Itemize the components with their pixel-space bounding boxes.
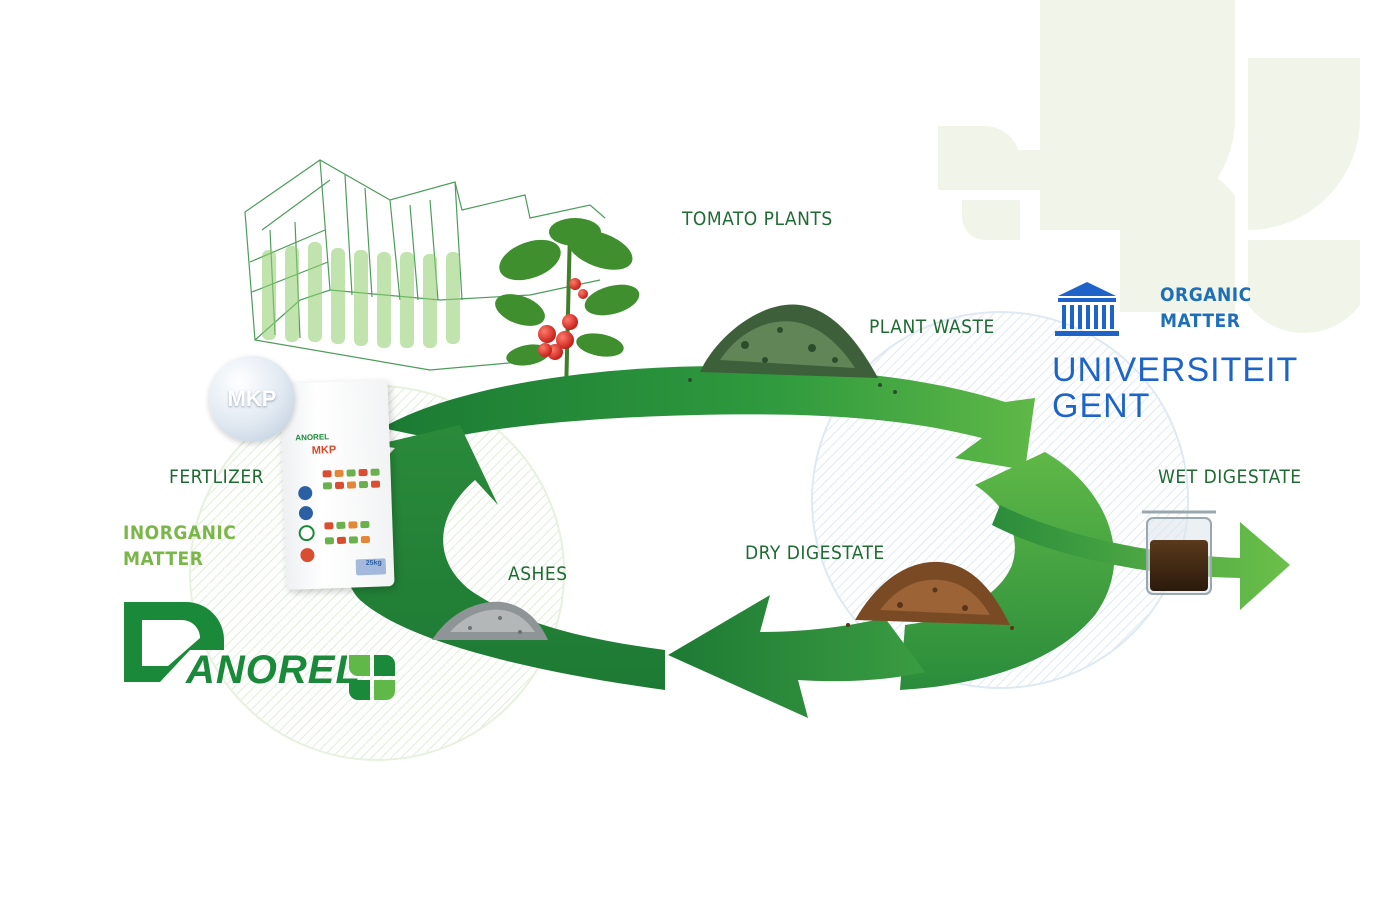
tomato-plants-label: TOMATO PLANTS: [682, 208, 833, 230]
organic-matter-line-1: ORGANIC: [1160, 284, 1252, 306]
tomato-plant-icon: [495, 218, 640, 405]
university-logo-line-2: GENT: [1052, 387, 1151, 425]
cycle-arrow-right: [900, 452, 1115, 690]
mkp-bubble-label: MKP: [227, 386, 277, 411]
ash-pile-icon: [432, 601, 548, 640]
university-logo-line-1: UNIVERSITEIT: [1052, 351, 1299, 389]
ashes-label: ASHES: [508, 563, 568, 585]
university-building-icon: [1055, 282, 1119, 336]
wet-digestate-arrow: [992, 505, 1290, 610]
company-logo-text: ANOREL: [186, 648, 361, 692]
plant-waste-pile-icon: [688, 304, 897, 394]
bag-pattern: [298, 468, 387, 576]
anorel-logo-mark: [124, 602, 224, 682]
cycle-arrow-left: [344, 425, 665, 690]
soil-pile-icon: [846, 561, 1014, 630]
organic-matter-line-2: MATTER: [1160, 310, 1241, 332]
fertilizer-bag-icon: ANOREL MKP 25kg: [279, 380, 395, 590]
beaker-icon: [1142, 510, 1216, 595]
inorganic-matter-label: INORGANIC MATTER: [123, 520, 236, 572]
inorganic-matter-line-2: MATTER: [123, 548, 204, 570]
organic-matter-label: ORGANIC MATTER: [1160, 282, 1252, 334]
cycle-arrow-bottom: [668, 595, 925, 718]
wet-digestate-label: WET DIGESTATE: [1158, 466, 1302, 488]
leaf-clover-icon: [349, 655, 395, 700]
fertilizer-label: FERTLIZER: [169, 466, 265, 488]
bag-weight-text: 25kg: [365, 559, 382, 568]
background-leaf-decoration: [938, 0, 1360, 334]
university-logo-text: UNIVERSITEIT GENT: [1052, 352, 1298, 424]
mkp-bubble: MKP: [209, 356, 295, 442]
dry-digestate-label: DRY DIGESTATE: [745, 542, 885, 564]
greenhouse-crops: [262, 242, 460, 348]
cycle-arrow-top: [382, 366, 1035, 470]
plant-waste-label: PLANT WASTE: [869, 316, 995, 338]
inorganic-matter-line-1: INORGANIC: [123, 522, 237, 544]
